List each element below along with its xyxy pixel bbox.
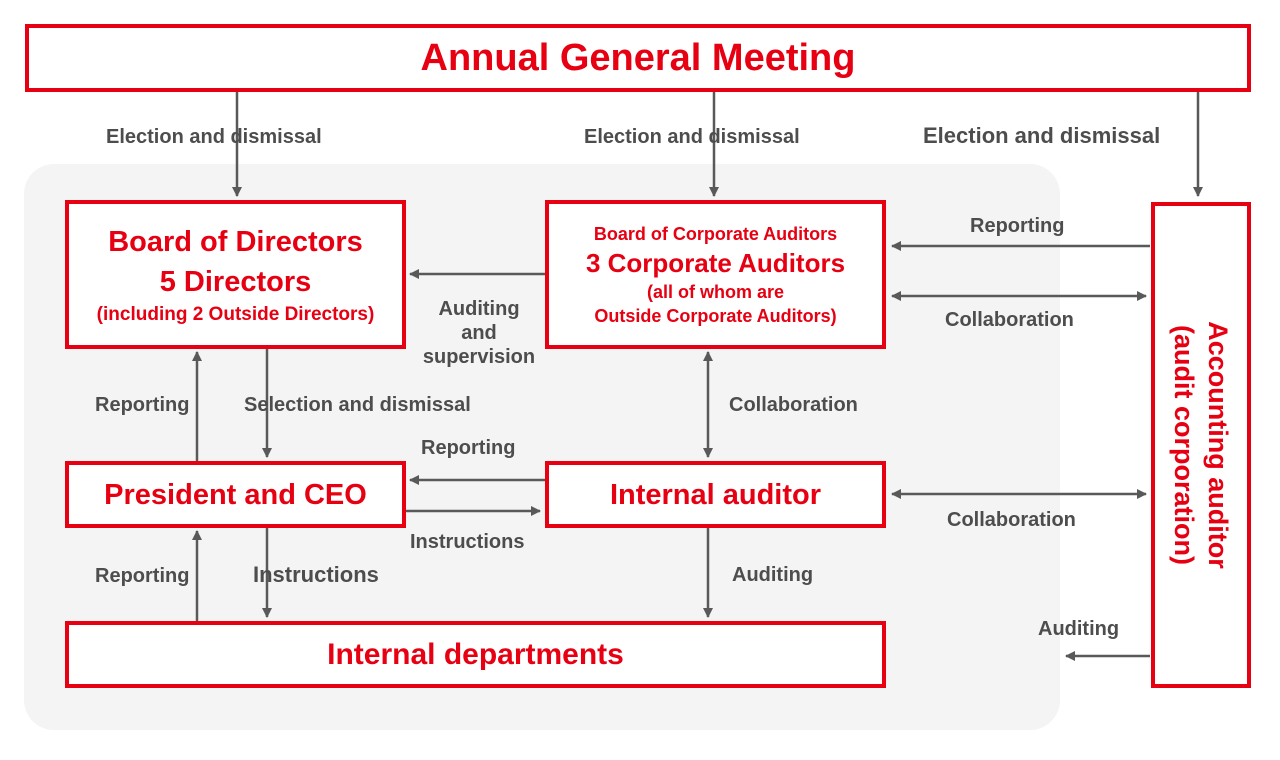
label-auditing-supervision-line1: Auditing (438, 298, 520, 320)
label-collab-ia-aa: Collaboration (947, 509, 1076, 531)
label-auditing-ia-to-dept: Auditing (732, 564, 814, 586)
internal-auditor-label: Internal auditor (609, 478, 822, 511)
label-auditing-aa: Auditing (1038, 618, 1120, 640)
label-collab-bca-ia: Collaboration (729, 394, 858, 416)
board-of-auditors-count: 3 Corporate Auditors (585, 247, 846, 278)
label-reporting-dept-to-ceo: Reporting (95, 565, 190, 587)
board-of-auditors-title: Board of Corporate Auditors (593, 223, 838, 244)
board-of-directors-title: Board of Directors (108, 225, 363, 258)
label-auditing-supervision-line2: and (461, 322, 497, 344)
label-auditing-supervision: Auditing and supervision (411, 297, 547, 369)
annual-general-meeting-box: Annual General Meeting (25, 24, 1251, 92)
annual-general-meeting-label: Annual General Meeting (420, 36, 856, 79)
label-selection-dismissal: Selection and dismissal (244, 394, 471, 416)
label-auditing-supervision-line3: supervision (422, 346, 536, 368)
internal-departments-box: Internal departments (65, 621, 886, 688)
accounting-auditor-text: Accounting auditor (audit corporation) (1167, 205, 1235, 685)
accounting-auditor-title: Accounting auditor (1203, 321, 1233, 569)
board-of-directors-count: 5 Directors (159, 265, 312, 298)
board-of-corporate-auditors-box: Board of Corporate Auditors 3 Corporate … (545, 200, 886, 349)
board-of-directors-note: (including 2 Outside Directors) (96, 303, 375, 325)
president-ceo-label: President and CEO (104, 478, 367, 511)
label-reporting-ia-to-ceo: Reporting (421, 437, 516, 459)
president-ceo-box: President and CEO (65, 461, 406, 528)
label-instructions-ceo-to-ia: Instructions (410, 531, 525, 553)
label-instructions-ceo-to-dept: Instructions (253, 562, 379, 587)
internal-auditor-box: Internal auditor (545, 461, 886, 528)
label-reporting-aa-to-bca: Reporting (970, 215, 1065, 237)
label-election-dismissal-1: Election and dismissal (106, 126, 322, 148)
internal-departments-label: Internal departments (327, 637, 624, 671)
label-election-dismissal-3: Election and dismissal (923, 123, 1161, 148)
board-of-auditors-note-1: (all of whom are (646, 281, 785, 302)
accounting-auditor-box (1151, 202, 1251, 688)
label-reporting-ceo-to-bod: Reporting (95, 394, 190, 416)
label-collab-bca-aa: Collaboration (945, 309, 1074, 331)
board-of-directors-box: Board of Directors 5 Directors (includin… (65, 200, 406, 349)
board-of-auditors-note-2: Outside Corporate Auditors) (594, 305, 837, 326)
accounting-auditor-text-wrap: Accounting auditor (audit corporation) (1151, 202, 1251, 688)
label-election-dismissal-2: Election and dismissal (584, 126, 800, 148)
accounting-auditor-subtitle: (audit corporation) (1169, 325, 1199, 565)
